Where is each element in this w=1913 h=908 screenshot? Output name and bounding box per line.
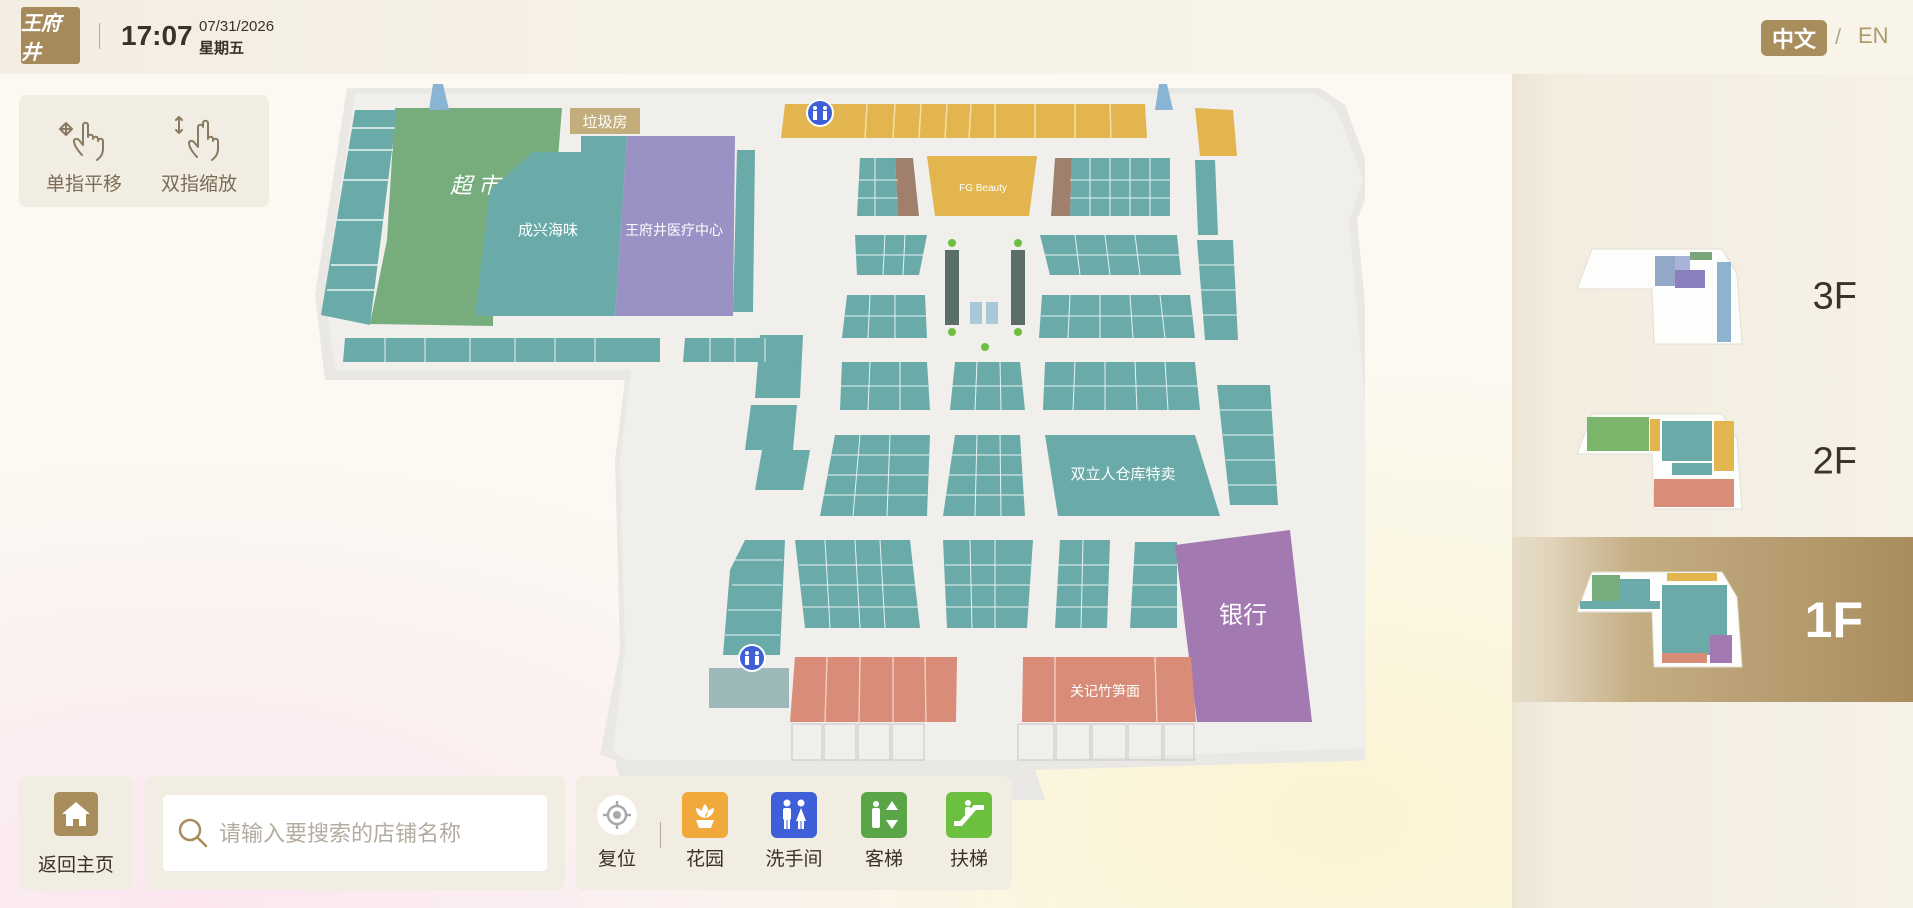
search-icon [178,818,208,848]
floor-2f-button[interactable]: 2F [1512,379,1913,544]
floor-2f-label: 2F [1812,440,1857,482]
map-block-bottom-row2 [683,338,802,362]
restroom-button-label: 洗手间 [765,849,823,870]
flower-icon [682,792,728,838]
map-block-m [943,540,1033,628]
map-block-left-mid2 [745,405,797,450]
map-label-chengxing: 成兴海味 [518,222,578,239]
map-room-garbage[interactable] [570,108,640,134]
home-icon [54,792,98,836]
zoom-hint-label: 双指缩放 [160,174,237,195]
map-store-brown-left[interactable] [895,158,919,216]
floor-1f-thumbnail [1576,571,1743,668]
pan-hint-label: 单指平移 [45,174,122,195]
language-separator: / [1835,24,1842,49]
locate-icon [594,792,640,838]
language-english-button[interactable]: EN [1858,23,1889,48]
two-finger-zoom-icon [175,116,219,161]
pan-hint: 单指平移 [29,113,139,196]
map-restroom-marker-lower[interactable] [738,644,766,672]
map-store-medical[interactable] [615,136,735,316]
home-button[interactable]: 返回主页 [19,776,133,890]
search-input[interactable] [217,813,541,855]
wangfujing-logo-icon: 王府井 [21,7,80,64]
escalator-button-label: 扶梯 [949,849,988,870]
floor-selector: 3F 2F 1F [1512,74,1913,908]
map-block-left-lower [723,540,785,655]
map-label-shuangliren: 双立人仓库特卖 [1070,466,1175,483]
map-block-b [1070,158,1170,216]
map-store-column-b [733,150,755,312]
map-block-right-col2 [1217,385,1278,505]
clock-time: 17:07 [121,20,193,51]
one-finger-pan-icon [59,121,104,161]
map-store-brown-right[interactable] [1051,158,1072,216]
map-store-salmon-left[interactable] [790,657,957,722]
map-label-bank: 银行 [1219,602,1267,629]
map-restroom-marker[interactable] [806,99,834,127]
floor-map-1f[interactable]: 超 市 垃圾房 成兴海味 王府井医疗中心 FG Beauty [315,80,1365,800]
map-room-grey [709,668,789,708]
search-box[interactable] [163,795,547,871]
home-button-label: 返回主页 [37,855,114,876]
escalator-icon [946,792,992,838]
map-store-fg-beauty[interactable] [927,156,1037,216]
reset-button[interactable]: 复位 [582,792,652,882]
map-store-top-yellow-right[interactable] [1195,108,1237,156]
zoom-hint: 双指缩放 [144,113,254,196]
map-block-left-mid3 [755,450,810,490]
restroom-button[interactable]: 洗手间 [759,792,829,882]
header-divider [99,23,100,49]
map-tools-panel: 复位 花园 洗手间 [576,776,1012,890]
map-block-a [857,158,898,216]
language-chinese-button[interactable]: 中文 [1761,20,1827,56]
map-block-bottom-row [343,338,660,362]
garden-button-label: 花园 [685,849,724,870]
map-entrance-right [1155,84,1173,110]
gesture-hint-panel: 单指平移 双指缩放 [19,95,269,207]
floor-3f-label: 3F [1812,275,1857,317]
map-entrance-left [429,84,449,110]
map-block-right-top [1195,160,1218,235]
floor-3f-thumbnail [1576,248,1743,345]
map-label-medical: 王府井医疗中心 [625,222,723,238]
map-escalators [945,239,1025,351]
map-label-fg: FG Beauty [959,183,1007,194]
floor-3f-button[interactable]: 3F [1512,214,1913,379]
clock-date: 07/31/2026 [199,18,275,35]
clock-weekday: 星期五 [199,40,245,57]
header-bar: 王府井 17:07 07/31/2026 星期五 中文 / EN [0,0,1913,74]
escalator-button[interactable]: 扶梯 [934,792,1004,882]
map-label-garbage: 垃圾房 [582,114,627,131]
restroom-icon [771,792,817,838]
map-store-chengxing[interactable] [475,136,627,316]
elevator-button[interactable]: 客梯 [849,792,919,882]
tools-divider [660,822,661,848]
floor-1f-label: 1F [1804,591,1863,648]
search-panel [145,776,565,890]
reset-button-label: 复位 [597,849,636,870]
floor-1f-button[interactable]: 1F [1512,537,1913,702]
garden-button[interactable]: 花园 [670,792,740,882]
floor-2f-thumbnail [1576,413,1743,510]
map-store-shuangliren[interactable] [1045,435,1220,516]
map-store-top-yellow-row[interactable] [837,104,1147,138]
elevator-icon [861,792,907,838]
map-store-guanji[interactable] [1022,657,1196,722]
map-store-left-column [321,110,397,325]
map-label-guanji: 关记竹笋面 [1070,683,1140,699]
elevator-button-label: 客梯 [864,849,903,870]
map-store-bank[interactable] [1175,530,1312,722]
